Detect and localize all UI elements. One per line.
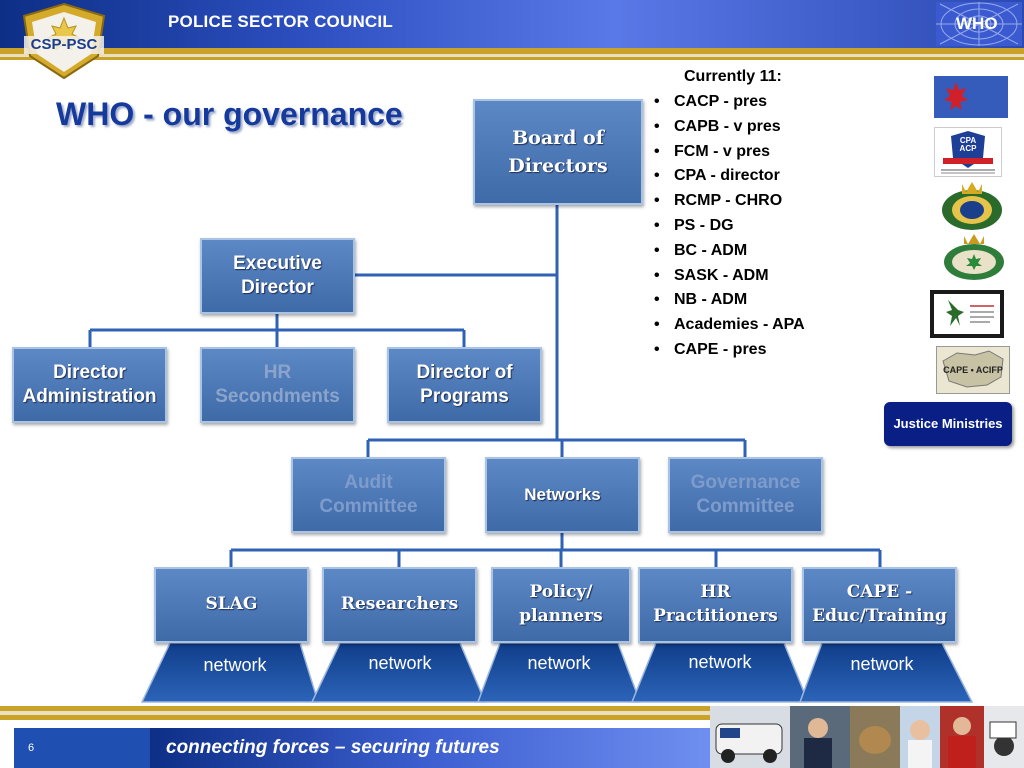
list-item: SASK - ADM (654, 264, 874, 289)
footer-gap (0, 720, 1024, 728)
rcmp-crest-icon (942, 182, 1002, 230)
header-title: POLICE SECTOR COUNCIL (168, 12, 393, 31)
police-photo-collage (710, 706, 1024, 768)
gold-stripe-thin (0, 57, 1024, 60)
footer-tagline: connecting forces – securing futures (166, 737, 500, 758)
network-label-slag: network (203, 655, 267, 675)
governance-committee-box: Governance Committee (668, 457, 823, 533)
network-box-policy-planners: Policy/ planners (491, 567, 631, 643)
cpa-logo-text: CPA ACP (959, 136, 977, 153)
network-box-slag: SLAG (154, 567, 309, 643)
cape-logo: CAPE • ACIFP (936, 346, 1010, 394)
network-box-cape: CAPE - Educ/Training (802, 567, 957, 643)
canada-map-icon (942, 350, 1004, 388)
fcm-logo (930, 290, 1004, 338)
network-label-cape: network (850, 654, 914, 674)
slide-number-panel (14, 728, 150, 768)
board-of-directors-box: Board of Directors (473, 99, 643, 205)
cacp-logo (934, 76, 1008, 118)
list-item: FCM - v pres (654, 140, 874, 165)
director-of-programs-box: Director of Programs (387, 347, 542, 423)
list-item: CPA - director (654, 164, 874, 189)
cpa-badge-icon (941, 131, 995, 174)
list-item: NB - ADM (654, 288, 874, 313)
hr-secondments-box: HR Secondments (200, 347, 355, 423)
gold-stripe (0, 48, 1024, 54)
cpa-logo: CPA ACP (934, 127, 1002, 177)
network-label-policy: network (527, 653, 591, 673)
web-icon (936, 2, 1022, 46)
logo-text: CSP-PSC (30, 36, 98, 53)
who-badge-label: WHO (956, 14, 998, 33)
board-members-list: Currently 11: CACP - pres CAPB - v pres … (654, 68, 874, 363)
director-administration-box: Director Administration (12, 347, 167, 423)
cape-logo-text: CAPE • ACIFP (943, 365, 1003, 375)
footer-cream-stripe (0, 711, 1024, 715)
network-label-researchers: network (368, 653, 432, 673)
csp-psc-logo (22, 2, 106, 80)
slide-number: 6 (28, 742, 35, 754)
network-box-hr-practitioners: HR Practitioners (638, 567, 793, 643)
list-item: CACP - pres (654, 90, 874, 115)
header-bar (0, 0, 1024, 48)
members-header: Currently 11: (684, 68, 782, 85)
page-title: WHO - our governance (56, 96, 403, 132)
list-item: BC - ADM (654, 239, 874, 264)
network-box-researchers: Researchers (322, 567, 477, 643)
footer-gold-stripe-2 (0, 715, 1024, 720)
list-item: CAPE - pres (654, 338, 874, 363)
public-safety-crest-icon (944, 234, 1004, 280)
footer-gold-stripe (0, 706, 1024, 711)
list-item: CAPB - v pres (654, 115, 874, 140)
executive-director-box: Executive Director (200, 238, 355, 314)
audit-committee-box: Audit Committee (291, 457, 446, 533)
network-label-hr: network (688, 652, 752, 672)
list-item: RCMP - CHRO (654, 189, 874, 214)
list-item: Academies - APA (654, 313, 874, 338)
footer-band (150, 728, 710, 768)
cream-stripe (0, 54, 1024, 57)
justice-ministries-badge: Justice Ministries (884, 402, 1012, 446)
list-item: PS - DG (654, 214, 874, 239)
networks-box: Networks (485, 457, 640, 533)
